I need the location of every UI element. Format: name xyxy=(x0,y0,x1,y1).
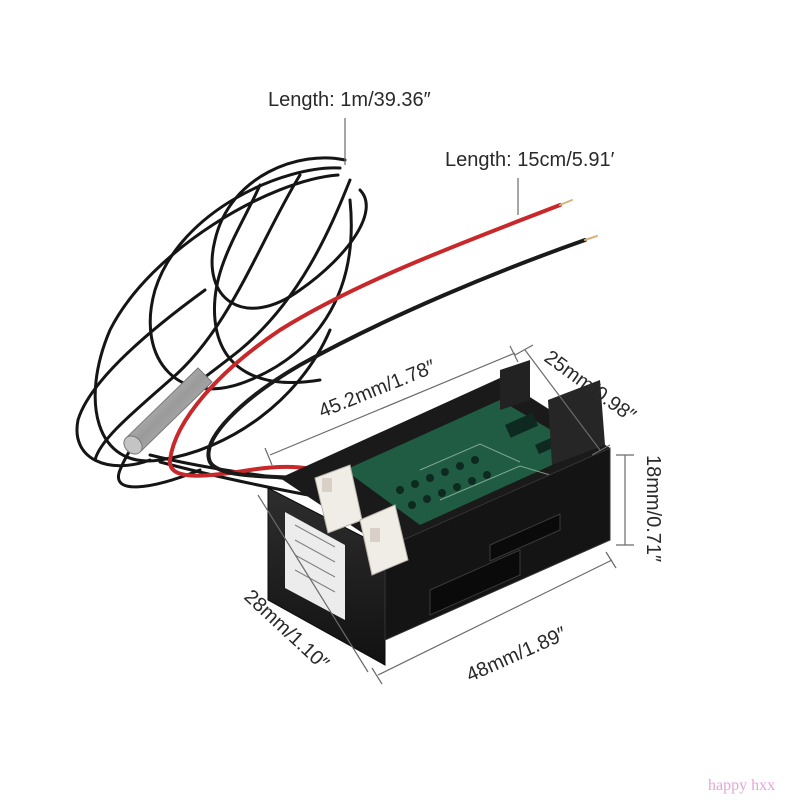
pcb-components xyxy=(396,412,560,509)
red-lead xyxy=(167,203,562,487)
probe-cable-length-label: Length: 1m/39.36″ xyxy=(268,89,431,111)
side-height-label: 18mm/0.71″ xyxy=(642,455,664,562)
front-width-label: 48mm/1.89″ xyxy=(463,623,570,687)
watermark: happy hxx xyxy=(708,777,775,794)
meter-housing xyxy=(267,360,611,666)
lead-length-label: Length: 15cm/5.91′ xyxy=(445,149,615,171)
probe-tip xyxy=(123,367,213,455)
dimension-lines xyxy=(257,118,634,685)
top-width-label: 45.2mm/1.78″ xyxy=(316,356,439,423)
terminal-connector-2 xyxy=(359,504,409,576)
